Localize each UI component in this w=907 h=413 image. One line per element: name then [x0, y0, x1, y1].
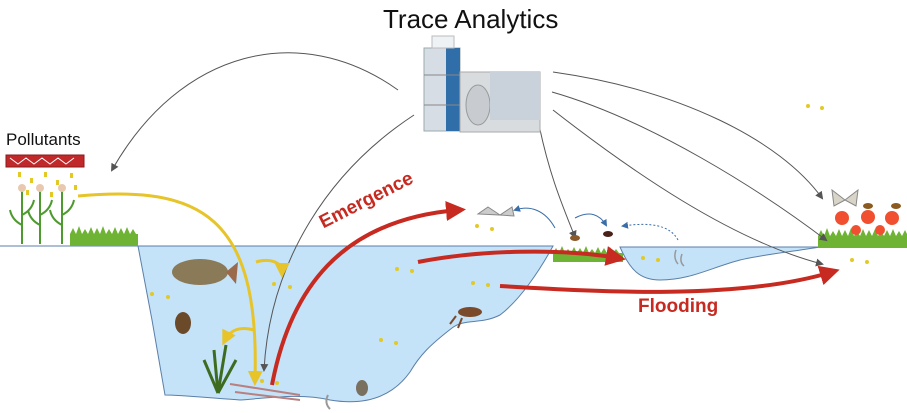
arrow-to-sediment — [260, 114, 415, 372]
flowers — [835, 210, 899, 235]
analysis-arrows — [111, 52, 828, 372]
worm — [325, 394, 331, 410]
arrow-to-flowers — [551, 91, 828, 242]
arrow-to-spider — [537, 119, 577, 239]
crayfish — [449, 307, 482, 329]
pollutant-flow-main — [77, 192, 263, 386]
grass-bank-left — [70, 226, 138, 246]
aquatic-plant — [202, 344, 238, 394]
arrow-to-pollutants — [111, 52, 399, 172]
moth — [476, 206, 515, 217]
flood-to-shallow-arrow — [417, 246, 626, 266]
water-beetle — [175, 312, 191, 334]
pollutant-flow-branch-2 — [222, 326, 255, 346]
mass-spectrometer-instrument — [423, 35, 541, 133]
bees — [863, 203, 901, 209]
arrow-to-butterfly — [552, 71, 824, 200]
grass-bank-right — [818, 228, 907, 248]
emergence-arrow — [270, 201, 466, 386]
pollutants-label: Pollutants — [6, 130, 81, 149]
pesticide-drops — [18, 172, 77, 197]
spider — [570, 235, 580, 241]
pollutant-flow-arrows — [77, 192, 290, 386]
flooding-label: Flooding — [638, 296, 719, 317]
midge-larvae — [674, 249, 685, 267]
flooding-arrow — [499, 265, 840, 294]
transfer-flow-arrows — [270, 201, 840, 386]
pollutant-dots — [150, 104, 869, 385]
maize-plants — [9, 184, 75, 244]
fish — [172, 259, 238, 285]
amphipod — [356, 380, 368, 396]
butterfly — [831, 188, 859, 207]
arrow-to-floodplain — [552, 109, 824, 267]
crop-sprayer — [5, 154, 85, 168]
shallow-pond — [619, 246, 821, 281]
main-pond — [137, 245, 554, 403]
diagram-title: Trace Analytics — [383, 4, 559, 34]
mosquito — [603, 231, 613, 237]
insect-arrows — [513, 205, 679, 241]
pollutant-flow-branch-1 — [255, 258, 290, 278]
leaf-litter — [229, 383, 301, 401]
